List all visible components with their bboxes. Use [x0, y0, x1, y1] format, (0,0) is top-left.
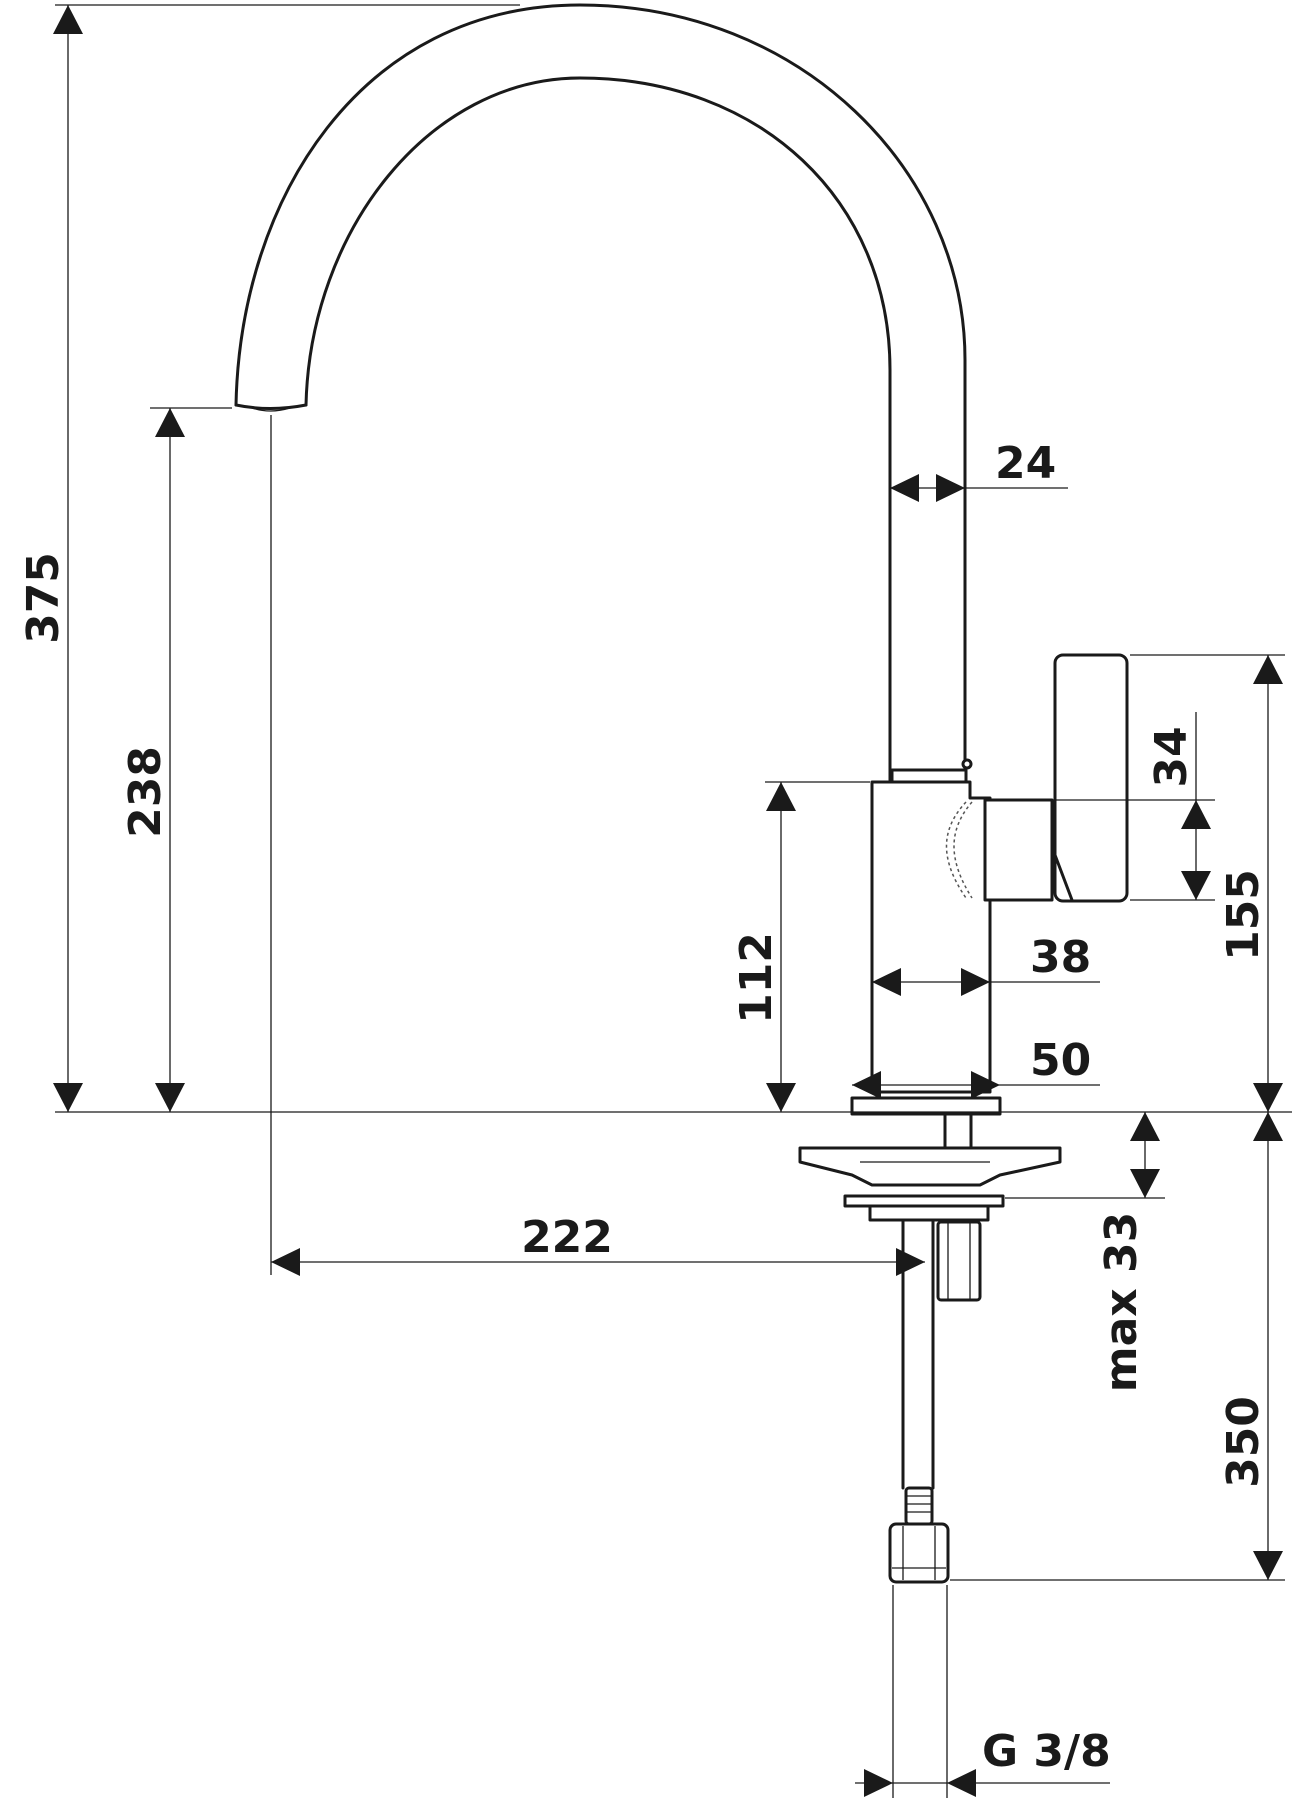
- arrow-350-top: [1253, 1112, 1283, 1141]
- arrow-thread-right: [947, 1769, 976, 1797]
- arrow-238-bottom: [155, 1083, 185, 1112]
- arrow-155-bottom: [1253, 1083, 1283, 1112]
- label-body-height: 112: [731, 932, 782, 1024]
- arrow-112-bottom: [766, 1083, 796, 1112]
- arrow-33-bottom: [1130, 1169, 1160, 1198]
- cartridge-hidden-line-2: [953, 801, 973, 899]
- lever-handle-chamfer: [1053, 798, 1074, 902]
- arrow-112-top: [766, 782, 796, 811]
- fixing-washer: [868, 1204, 990, 1222]
- arrow-50-right: [971, 1071, 1000, 1099]
- label-hose-length: 350: [1218, 1396, 1269, 1488]
- label-body-diameter: 38: [1030, 932, 1091, 983]
- label-tube-diameter: 24: [995, 438, 1056, 489]
- supply-stub-detail: [947, 1222, 971, 1300]
- label-connection-thread: G 3/8: [982, 1726, 1111, 1777]
- mixer-body: [870, 780, 992, 1094]
- arrow-50-left: [852, 1071, 881, 1099]
- arrow-375-bottom: [53, 1083, 83, 1112]
- hose-nut-flats: [892, 1526, 946, 1580]
- threaded-shank: [943, 1112, 973, 1150]
- hose-nut: [888, 1522, 950, 1584]
- arrow-33-top: [1130, 1112, 1160, 1141]
- label-counter-thickness: max 33: [1096, 1212, 1147, 1392]
- supply-stub: [936, 1220, 982, 1302]
- arrow-350-bottom: [1253, 1551, 1283, 1580]
- spout-set-screw: [961, 758, 973, 770]
- dimension-lines: [53, 4, 1292, 1798]
- arrow-38-left: [872, 968, 901, 996]
- arrow-238-top: [155, 408, 185, 437]
- label-spout-reach: 222: [521, 1212, 613, 1263]
- hose-crimp-ribs: [906, 1495, 932, 1513]
- lever-stem: [983, 798, 1054, 902]
- arrow-222-left: [271, 1248, 300, 1276]
- cartridge-hidden-line: [945, 801, 967, 899]
- faucet-outline: [234, 3, 1129, 1584]
- label-base-diameter: 50: [1030, 1035, 1091, 1086]
- arrow-155-top: [1253, 655, 1283, 684]
- arrow-34-top: [1181, 800, 1211, 829]
- spout-outer-contour: [234, 3, 967, 782]
- arrow-thread-left: [864, 1769, 893, 1797]
- arrow-375-top: [53, 5, 83, 34]
- hose-crimp: [904, 1486, 934, 1526]
- spout-nozzle-aerator: [251, 407, 291, 412]
- arrow-24-right: [936, 474, 965, 502]
- base-rosette: [850, 1096, 1002, 1116]
- arrow-24-left: [890, 474, 919, 502]
- spout-collar: [890, 768, 968, 784]
- spout-inner-contour: [304, 76, 892, 782]
- arrow-222-right: [896, 1248, 925, 1276]
- arrow-34-bottom: [1181, 871, 1211, 900]
- arrow-38-right: [961, 968, 990, 996]
- spout-nozzle: [234, 403, 308, 410]
- mounting-plate: [798, 1146, 1062, 1187]
- label-lever-top-height: 155: [1218, 869, 1269, 961]
- label-overall-height: 375: [18, 552, 69, 644]
- dimension-labels: 375 238 24 34 155 112 38 50 222 max 33 3…: [18, 438, 1269, 1777]
- label-lever-width: 34: [1146, 726, 1197, 787]
- lever-handle: [1053, 653, 1129, 903]
- label-outlet-height: 238: [120, 746, 171, 838]
